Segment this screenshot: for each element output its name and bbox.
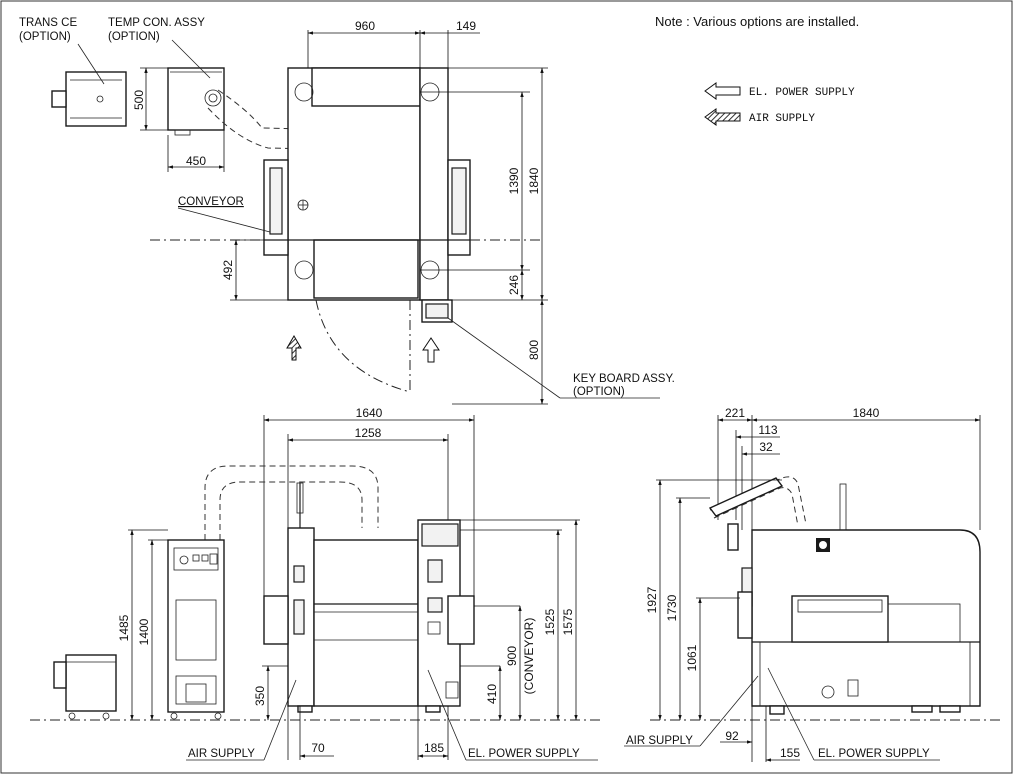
keyboard-label-line1: KEY BOARD ASSY. — [573, 373, 675, 385]
main-machine-side — [708, 476, 981, 715]
side-bottom-dims — [720, 706, 800, 762]
keyboard-label-line2: (OPTION) — [573, 386, 625, 398]
dim-1525-text: 1525 — [543, 608, 557, 635]
dim-960-text: 960 — [355, 19, 375, 33]
conveyor-label: CONVEYOR — [178, 196, 244, 208]
dim-800-text: 800 — [527, 340, 541, 360]
dim-1640-1258 — [263, 415, 475, 598]
dim-450 — [167, 130, 225, 172]
dim-1927-text: 1927 — [645, 586, 659, 613]
trans-ce-label-line1: TRANS CE — [19, 17, 77, 29]
dim-960-149 — [307, 30, 480, 68]
power-supply-arrow-icon — [704, 82, 741, 100]
air-supply-arrow-icon — [704, 108, 741, 126]
dim-1640-text: 1640 — [356, 406, 383, 420]
dim-1840-text: 1840 — [527, 167, 541, 194]
dim-900-text: 900 — [505, 646, 519, 666]
trans-ce-cabinet — [53, 654, 117, 720]
dim-side-1840-text: 1840 — [853, 406, 880, 420]
dim-1390-text: 1390 — [507, 167, 521, 194]
main-machine-top — [150, 67, 540, 393]
legend: EL. POWER SUPPLY AIR SUPPLY — [704, 82, 855, 126]
dim-185-text: 185 — [424, 741, 444, 755]
dim-32-text: 32 — [759, 440, 773, 454]
dim-450-text: 450 — [186, 154, 206, 168]
front-right-dims — [460, 519, 580, 721]
front-left-dims — [128, 529, 288, 721]
front-view: 1640 1258 — [30, 406, 600, 761]
dim-492 — [230, 239, 288, 301]
dim-155-text: 155 — [780, 746, 800, 760]
dim-113-text: 113 — [758, 423, 777, 437]
note-text: Note : Various options are installed. — [655, 14, 859, 29]
side-power-supply-label: EL. POWER SUPPLY — [818, 748, 930, 760]
temp-con-cabinet — [167, 539, 225, 720]
side-view: 221 1840 113 32 — [624, 406, 1000, 762]
dim-1061-text: 1061 — [685, 644, 699, 671]
air-inlet-arrow-icon — [286, 335, 302, 361]
dim-500 — [140, 67, 168, 131]
legend-air-label: AIR SUPPLY — [749, 113, 815, 125]
trans-ce-label-line2: (OPTION) — [19, 31, 71, 43]
front-air-supply-label: AIR SUPPLY — [188, 748, 255, 760]
dim-410-text: 410 — [485, 684, 499, 704]
dim-1258-text: 1258 — [355, 426, 382, 440]
dim-92-text: 92 — [725, 729, 739, 743]
dim-1730-text: 1730 — [665, 594, 679, 621]
main-machine-front — [263, 482, 475, 713]
dim-350-text: 350 — [253, 686, 267, 706]
dim-221-text: 221 — [725, 406, 745, 420]
dim-1400-text: 1400 — [137, 618, 151, 645]
dim-right-stack — [420, 67, 548, 405]
trans-ce-unit — [51, 43, 127, 127]
temp-con-label-line2: (OPTION) — [108, 31, 160, 43]
top-view: TRANS CE (OPTION) TEMP CON. ASSY (OPTION… — [19, 17, 675, 405]
dim-1485-text: 1485 — [117, 614, 131, 641]
dim-500-text: 500 — [132, 90, 146, 110]
dim-246-text: 246 — [507, 275, 521, 295]
side-left-dims — [656, 479, 782, 721]
dim-149-text: 149 — [456, 19, 476, 33]
side-air-supply-label: AIR SUPPLY — [626, 735, 693, 747]
power-inlet-arrow-icon — [422, 337, 440, 363]
temp-con-label-line1: TEMP CON. ASSY — [108, 17, 205, 29]
side-top-dims — [717, 415, 981, 530]
dim-1575-text: 1575 — [561, 608, 575, 635]
dim-492-text: 492 — [221, 260, 235, 280]
dim-900-conveyor-note: (CONVEYOR) — [522, 618, 536, 695]
front-bottom-dims — [287, 706, 449, 760]
front-power-supply-label: EL. POWER SUPPLY — [468, 748, 580, 760]
legend-power-label: EL. POWER SUPPLY — [749, 87, 855, 99]
dim-70-text: 70 — [311, 741, 325, 755]
